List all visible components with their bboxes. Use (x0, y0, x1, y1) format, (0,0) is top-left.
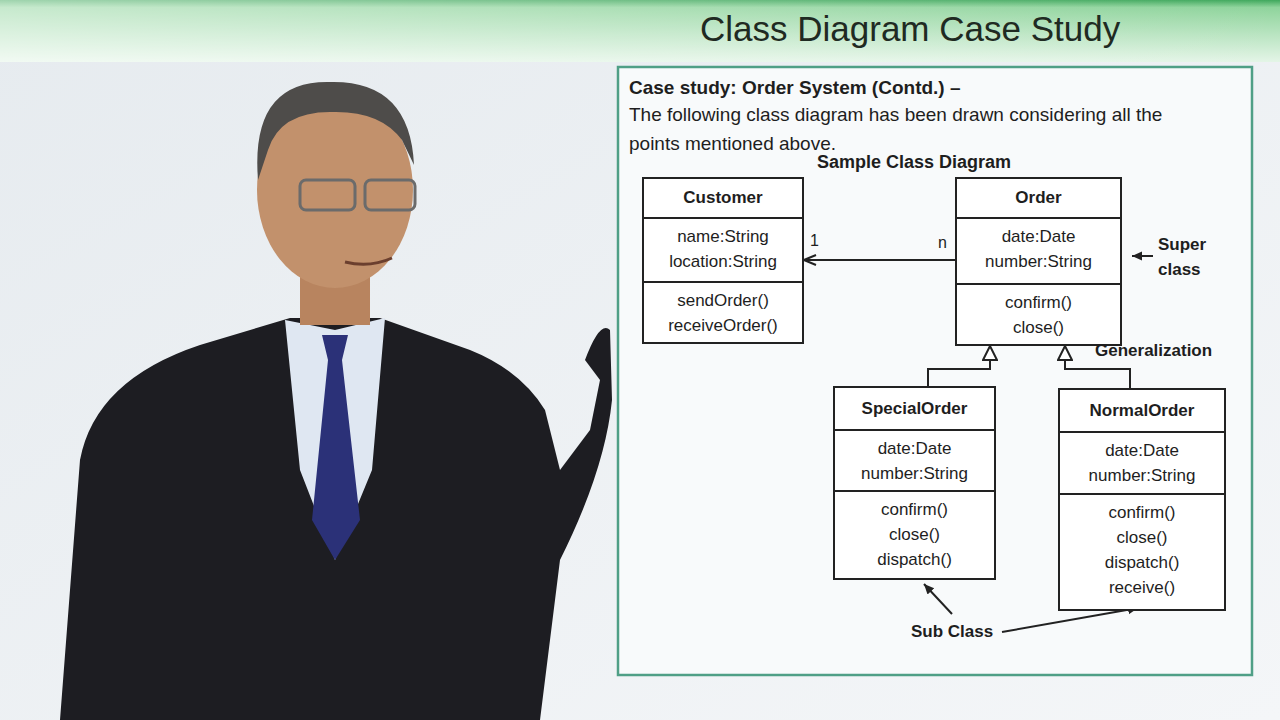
presenter-shirt (285, 318, 385, 560)
method-list: sendOrder() receiveOrder() (668, 288, 778, 338)
class-compartment: confirm() close() dispatch() receive() (1060, 493, 1224, 609)
multiplicity: 1 (810, 231, 819, 250)
method-list: confirm() close() dispatch() receive() (1105, 500, 1180, 600)
class-box: NormalOrder date:Date number:String confir… (1058, 388, 1226, 611)
presenter-hair (257, 82, 414, 180)
slide-title: Class Diagram Case Study (700, 9, 1120, 49)
class-compartment: SpecialOrder (835, 388, 994, 429)
callout-leader (1002, 608, 1138, 632)
presenter-mouth (345, 258, 392, 264)
class-compartment: date:Date number:String (1060, 431, 1224, 493)
presenter-figure (60, 82, 612, 720)
callout-label: Super class (1158, 232, 1206, 282)
case-heading: Case study: Order System (Contd.) – (629, 76, 961, 99)
class-compartment: confirm() close() dispatch() (835, 490, 994, 578)
method-list: confirm() close() dispatch() (877, 497, 952, 572)
callout-label: Sub Class (911, 622, 993, 642)
attribute-list: date:Date number:String (861, 436, 968, 486)
class-name: SpecialOrder (862, 399, 968, 419)
class-box: Customer name:String location:String sendO… (642, 177, 804, 344)
class-box: Order date:Date number:String confirm() cl… (955, 177, 1122, 346)
association-line (804, 259, 955, 261)
class-compartment: name:String location:String (644, 217, 802, 281)
header-bar (0, 0, 1280, 62)
attribute-list: date:Date number:String (985, 224, 1092, 274)
attribute-list: name:String location:String (669, 224, 777, 274)
method-list: confirm() close() (1005, 290, 1072, 340)
class-compartment: confirm() close() (957, 283, 1120, 344)
class-compartment: date:Date number:String (957, 217, 1120, 283)
callout-leader (1132, 255, 1153, 257)
callout-label: Generalization (1095, 341, 1212, 361)
class-compartment: sendOrder() receiveOrder() (644, 281, 802, 342)
presenter-tie (312, 335, 360, 560)
callout-leader (924, 584, 952, 614)
presenter-glasses (300, 180, 355, 210)
attribute-list: date:Date number:String (1089, 438, 1196, 488)
class-name: Customer (683, 188, 762, 208)
generalization-line (928, 346, 990, 386)
header-sheen (0, 0, 1280, 62)
class-box: SpecialOrder date:Date number:String confi… (833, 386, 996, 580)
class-compartment: date:Date number:String (835, 429, 994, 490)
presenter-glasses (365, 180, 415, 210)
content-panel (618, 67, 1252, 675)
intro-paragraph: The following class diagram has been dra… (629, 100, 1201, 158)
multiplicity: n (938, 233, 947, 252)
class-name: NormalOrder (1090, 401, 1195, 421)
class-compartment: NormalOrder (1060, 390, 1224, 431)
presenter-suit (60, 318, 612, 720)
class-compartment: Order (957, 179, 1120, 217)
class-name: Order (1015, 188, 1061, 208)
diagram-heading: Sample Class Diagram (817, 151, 1011, 173)
class-compartment: Customer (644, 179, 802, 217)
